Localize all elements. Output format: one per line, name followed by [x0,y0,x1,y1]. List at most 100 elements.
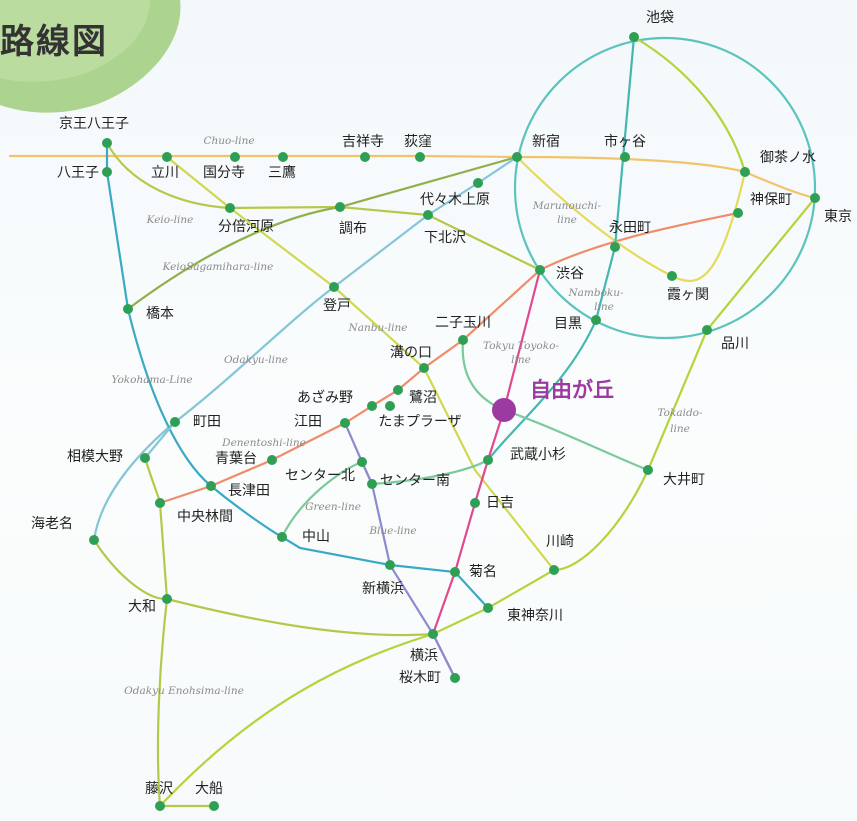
station-dot-aobadai[interactable] [267,455,277,465]
station-dot-shibuya[interactable] [535,265,545,275]
station-dot-chuorinkan[interactable] [155,498,165,508]
station-dot-ebina[interactable] [89,535,99,545]
station-label-ofuna[interactable]: 大船 [195,781,223,797]
station-label-kawasaki[interactable]: 川崎 [546,534,574,550]
station-label-jimbocho[interactable]: 神保町 [750,192,792,208]
station-label-mizonokuchi[interactable]: 溝の口 [390,345,432,361]
station-label-kichijoji[interactable]: 吉祥寺 [342,134,384,150]
station-label-tachikawa[interactable]: 立川 [151,165,179,181]
station-dot-shinagawa[interactable] [702,325,712,335]
station-label-saginuma[interactable]: 鷺沼 [409,390,437,406]
station-label-centerkita[interactable]: センター北 [285,468,355,484]
station-label-hashimoto[interactable]: 橋本 [146,306,174,322]
station-dot-mitaka[interactable] [278,152,288,162]
station-dot-ikebukuro[interactable] [629,32,639,42]
station-label-eda[interactable]: 江田 [294,414,322,430]
station-label-shibuya[interactable]: 渋谷 [556,266,584,282]
station-label-musashikosugi[interactable]: 武蔵小杉 [510,447,566,463]
station-dot-chofu[interactable] [335,202,345,212]
station-dot-musashikosugi[interactable] [483,455,493,465]
station-dot-tokyo[interactable] [810,193,820,203]
station-dot-bubaigawara[interactable] [225,203,235,213]
station-label-aobadai[interactable]: 青葉台 [215,451,257,467]
station-dot-azamino[interactable] [367,401,377,411]
station-label-kasumigaseki[interactable]: 霞ヶ関 [667,287,709,303]
station-dot-yamato[interactable] [162,594,172,604]
station-dot-centerkita[interactable] [357,457,367,467]
station-dot-ogikubo[interactable] [415,152,425,162]
station-label-kikuna[interactable]: 菊名 [469,564,497,580]
station-label-yokohama[interactable]: 横浜 [410,648,438,664]
highlight-station-dot[interactable] [492,398,516,422]
station-label-ebina[interactable]: 海老名 [31,516,73,532]
station-dot-tachikawa[interactable] [162,152,172,162]
station-dot-oimachi[interactable] [643,465,653,475]
station-dot-tamaplaza[interactable] [385,401,395,411]
station-dot-ichigaya[interactable] [620,152,630,162]
station-dot-kokubunji[interactable] [230,152,240,162]
station-label-shinagawa[interactable]: 品川 [721,336,749,352]
station-label-nakayama[interactable]: 中山 [302,529,330,545]
station-dot-centerminami[interactable] [367,479,377,489]
station-label-azamino[interactable]: あざみ野 [297,389,353,406]
station-dot-eda[interactable] [340,418,350,428]
station-label-machida[interactable]: 町田 [193,414,221,430]
station-label-noborito[interactable]: 登戸 [323,298,351,314]
station-dot-sagamiono[interactable] [140,453,150,463]
station-dot-kawasaki[interactable] [549,565,559,575]
station-dot-shinyokohama[interactable] [385,560,395,570]
station-label-shinjuku[interactable]: 新宿 [532,133,560,150]
station-dot-kasumigaseki[interactable] [667,271,677,281]
station-dot-nagatacho[interactable] [610,242,620,252]
station-label-tokyo[interactable]: 東京 [824,209,852,225]
highlight-station-label[interactable]: 自由が丘 [530,378,614,402]
station-label-kokubunji[interactable]: 国分寺 [203,165,245,181]
station-dot-hiyoshi[interactable] [470,498,480,508]
station-dot-mizonokuchi[interactable] [419,363,429,373]
station-label-keiohachioji[interactable]: 京王八王子 [59,116,129,132]
station-label-bubaigawara[interactable]: 分倍河原 [218,219,274,235]
station-dot-nagatsuta[interactable] [206,481,216,491]
station-dot-meguro[interactable] [591,315,601,325]
station-dot-yoyogiuehara[interactable] [473,178,483,188]
station-dot-higashikanagawa[interactable] [483,603,493,613]
station-dot-nakayama[interactable] [277,532,287,542]
station-label-shimokitazawa[interactable]: 下北沢 [424,230,466,246]
station-dot-kikuna[interactable] [450,567,460,577]
station-dot-shimokitazawa[interactable] [423,210,433,220]
station-label-chofu[interactable]: 調布 [339,221,367,237]
station-label-oimachi[interactable]: 大井町 [663,472,705,488]
station-dot-machida[interactable] [170,417,180,427]
station-label-mitaka[interactable]: 三鷹 [268,165,296,181]
station-label-sagamiono[interactable]: 相模大野 [67,449,123,465]
station-label-tamaplaza[interactable]: たまプラーザ [378,414,461,430]
station-dot-noborito[interactable] [329,282,339,292]
station-dot-ochanomizu[interactable] [740,167,750,177]
station-dot-sakuragicho[interactable] [450,673,460,683]
station-dot-shinjuku[interactable] [512,152,522,162]
station-label-chuorinkan[interactable]: 中央林間 [177,509,233,525]
station-label-futakotamagawa[interactable]: 二子玉川 [435,315,491,331]
station-label-yoyogiuehara[interactable]: 代々木上原 [420,192,490,208]
station-label-meguro[interactable]: 目黒 [554,316,582,332]
station-label-higashikanagawa[interactable]: 東神奈川 [507,608,563,624]
station-dot-ofuna[interactable] [209,801,219,811]
station-label-ichigaya[interactable]: 市ヶ谷 [604,133,646,150]
station-dot-jimbocho[interactable] [733,208,743,218]
station-label-hachioji[interactable]: 八王子 [57,165,99,181]
station-dot-futakotamagawa[interactable] [458,335,468,345]
station-label-shinyokohama[interactable]: 新横浜 [362,581,404,597]
station-dot-saginuma[interactable] [393,385,403,395]
station-label-centerminami[interactable]: センター南 [380,473,450,489]
station-label-ikebukuro[interactable]: 池袋 [646,10,674,26]
station-label-ogikubo[interactable]: 荻窪 [404,133,432,150]
station-label-sakuragicho[interactable]: 桜木町 [399,670,441,686]
station-dot-hachioji[interactable] [102,167,112,177]
station-dot-hashimoto[interactable] [123,304,133,314]
station-label-yamato[interactable]: 大和 [128,599,156,615]
station-label-ochanomizu[interactable]: 御茶ノ水 [760,150,816,166]
station-label-nagatacho[interactable]: 永田町 [609,220,651,236]
station-label-hiyoshi[interactable]: 日吉 [486,495,514,511]
station-label-fujisawa[interactable]: 藤沢 [145,781,173,797]
station-dot-kichijoji[interactable] [360,152,370,162]
